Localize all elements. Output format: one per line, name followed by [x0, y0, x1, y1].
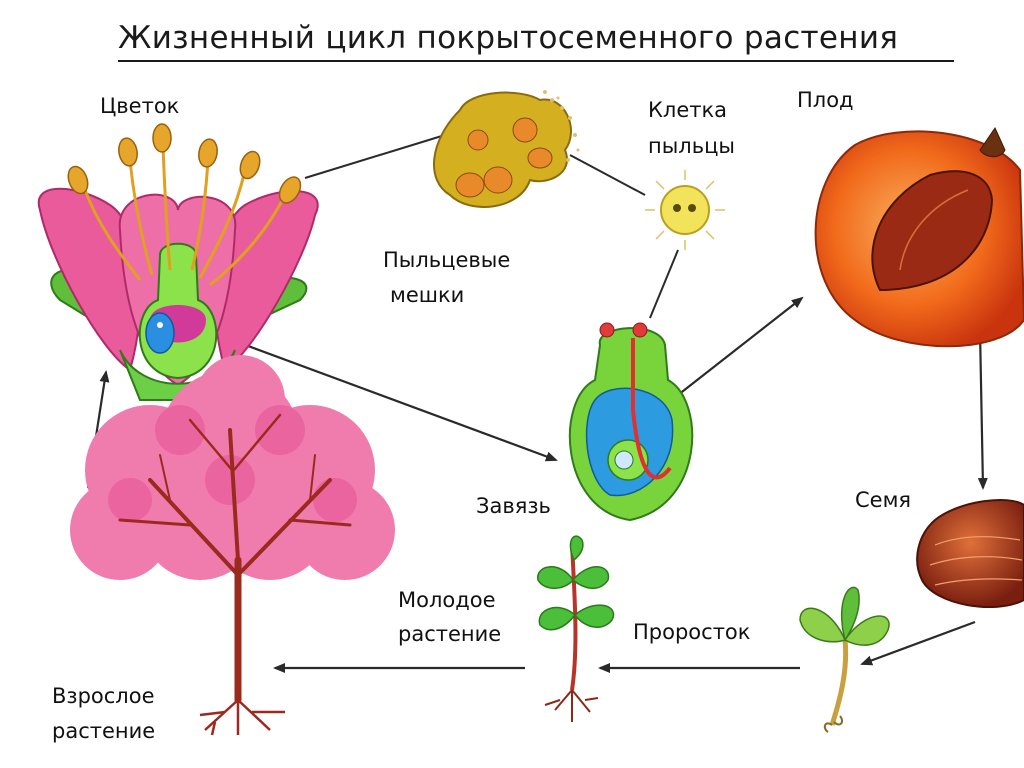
arrow-flower-to-ovary: [231, 338, 558, 462]
label-adult-plant-line1: Взрослое: [52, 684, 155, 708]
arrow-ovary-to-fruit: [677, 296, 804, 396]
label-ovary: Завязь: [476, 494, 551, 518]
label-seed: Семя: [855, 488, 912, 512]
label-adult-plant-line2: растение: [52, 719, 156, 743]
young-plant-icon: [537, 535, 615, 722]
arrow-seed-to-sprout: [860, 620, 976, 666]
arrow-flower-to-pollen-sacs: [304, 134, 446, 179]
arrow-pollen-cell-to-ovary: [649, 249, 679, 319]
title-underline: [118, 60, 954, 62]
label-pollen-sacs-line2: мешки: [390, 283, 465, 307]
diagram-title: Жизненный цикл покрытосеменного растения: [118, 20, 899, 56]
label-pollen-cell-line2: пыльцы: [648, 134, 735, 158]
label-young-plant-line2: растение: [398, 622, 502, 646]
arrow-pollen-sacs-to-pollen-cell: [569, 154, 646, 196]
label-sprout: Проросток: [633, 620, 751, 644]
label-fruit: Плод: [797, 88, 854, 112]
pollen-cell-icon: [645, 170, 725, 250]
ovary-icon: [569, 322, 694, 522]
fruit-icon: [814, 126, 1024, 348]
arrow-fruit-to-seed: [977, 329, 988, 490]
seed-icon: [916, 499, 1024, 609]
label-pollen-sacs-line1: Пыльцевые: [383, 248, 511, 272]
label-young-plant-line1: Молодое: [398, 588, 496, 612]
pollen-sacs-icon: [433, 90, 580, 208]
label-flower: Цветок: [100, 94, 180, 118]
label-pollen-cell-line1: Клетка: [648, 98, 728, 122]
flower-icon: [37, 123, 319, 401]
tree-icon: [70, 355, 395, 736]
sprout-icon: [799, 586, 890, 733]
